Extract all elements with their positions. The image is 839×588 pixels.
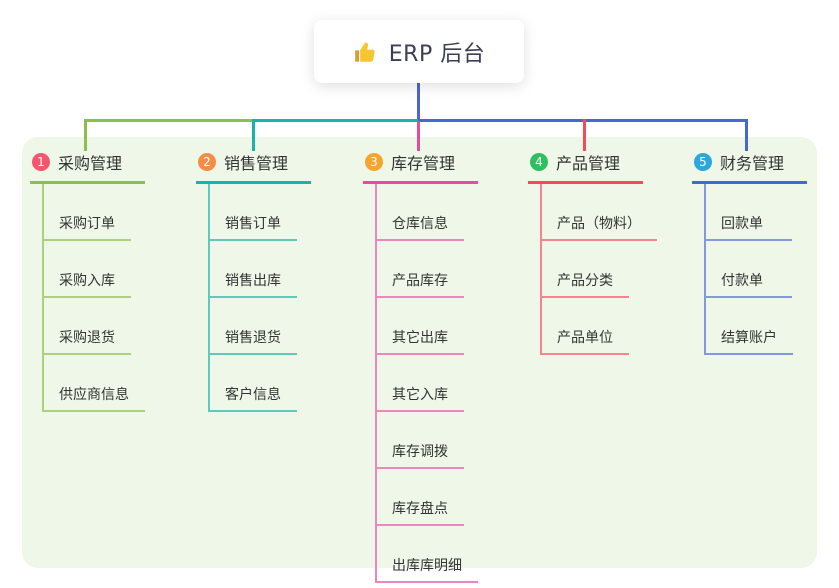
branch-header-finance[interactable]: 5 财务管理 (692, 147, 807, 184)
child-node[interactable]: 销售出库 (210, 241, 297, 298)
branch-number-badge: 5 (694, 153, 712, 171)
child-node[interactable]: 产品（物料） (542, 184, 657, 241)
branch-children: 仓库信息 产品库存 其它出库 其它入库 库存调拨 库存盘点 出库库明细 (375, 184, 478, 583)
branch-children: 回款单 付款单 结算账户 (704, 184, 793, 355)
child-node[interactable]: 采购订单 (44, 184, 131, 241)
connector-drop-inventory (417, 121, 420, 151)
branch-number-badge: 2 (198, 153, 216, 171)
branch-label: 产品管理 (556, 154, 621, 173)
child-node[interactable]: 回款单 (706, 184, 792, 241)
branch-inventory-management: 3 库存管理 仓库信息 产品库存 其它出库 其它入库 库存调拨 库存盘点 出库库… (363, 147, 478, 583)
branch-number-badge: 4 (530, 153, 548, 171)
branch-sales-management: 2 销售管理 销售订单 销售出库 销售退货 客户信息 (196, 147, 311, 412)
child-node[interactable]: 其它出库 (377, 298, 464, 355)
mindmap-panel (22, 137, 817, 568)
child-node[interactable]: 销售订单 (210, 184, 297, 241)
connector-drop-purchase (84, 119, 87, 151)
child-node[interactable]: 产品库存 (377, 241, 464, 298)
child-node[interactable]: 产品单位 (542, 298, 629, 355)
branch-label: 库存管理 (391, 154, 456, 173)
branch-label: 采购管理 (58, 154, 123, 173)
child-node[interactable]: 库存调拨 (377, 412, 464, 469)
child-node[interactable]: 客户信息 (210, 355, 297, 412)
child-node[interactable]: 供应商信息 (44, 355, 145, 412)
child-node[interactable]: 采购退货 (44, 298, 131, 355)
thumbs-up-icon (354, 42, 375, 62)
root-node[interactable]: ERP 后台 (314, 20, 524, 83)
child-node[interactable]: 付款单 (706, 241, 792, 298)
branch-header-sales[interactable]: 2 销售管理 (196, 147, 311, 184)
connector-bus-teal (252, 119, 419, 122)
connector-drop-finance (745, 119, 748, 151)
branch-label: 销售管理 (224, 154, 289, 173)
child-node[interactable]: 仓库信息 (377, 184, 464, 241)
branch-product-management: 4 产品管理 产品（物料） 产品分类 产品单位 (528, 147, 657, 355)
root-title: ERP 后台 (388, 41, 486, 67)
child-node[interactable]: 其它入库 (377, 355, 464, 412)
connector-drop-sales (252, 119, 255, 151)
child-node[interactable]: 库存盘点 (377, 469, 464, 526)
branch-finance-management: 5 财务管理 回款单 付款单 结算账户 (692, 147, 807, 355)
branch-header-product[interactable]: 4 产品管理 (528, 147, 643, 184)
branch-children: 采购订单 采购入库 采购退货 供应商信息 (42, 184, 145, 412)
connector-bus-green (84, 119, 254, 122)
connector-root-line (417, 83, 420, 120)
branch-purchase-management: 1 采购管理 采购订单 采购入库 采购退货 供应商信息 (30, 147, 145, 412)
branch-children: 销售订单 销售出库 销售退货 客户信息 (208, 184, 297, 412)
child-node[interactable]: 采购入库 (44, 241, 131, 298)
branch-number-badge: 3 (365, 153, 383, 171)
child-node[interactable]: 产品分类 (542, 241, 629, 298)
branch-header-purchase[interactable]: 1 采购管理 (30, 147, 145, 184)
child-node[interactable]: 结算账户 (706, 298, 793, 355)
branch-label: 财务管理 (720, 154, 785, 173)
child-node[interactable]: 销售退货 (210, 298, 297, 355)
branch-header-inventory[interactable]: 3 库存管理 (363, 147, 478, 184)
branch-children: 产品（物料） 产品分类 产品单位 (540, 184, 657, 355)
connector-drop-product (583, 119, 586, 151)
child-node[interactable]: 出库库明细 (377, 526, 478, 583)
branch-number-badge: 1 (32, 153, 50, 171)
